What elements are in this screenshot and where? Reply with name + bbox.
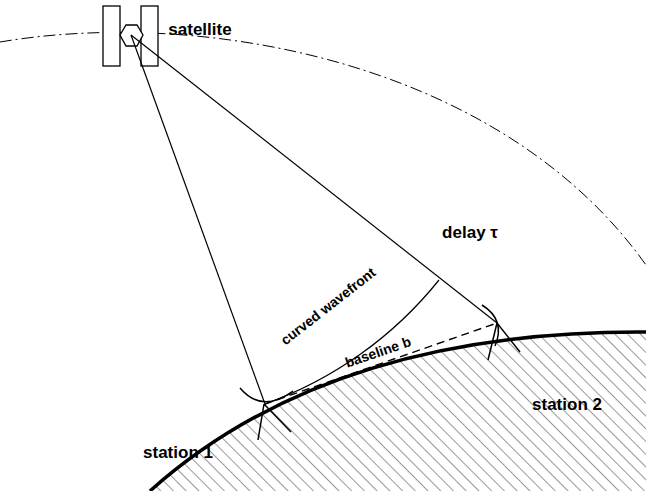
station-antenna: [482, 305, 520, 360]
wavefront-label: curved wavefront: [276, 263, 380, 349]
satellite-symbol: [103, 6, 158, 66]
signal-path: [131, 35, 497, 323]
station-antenna: [240, 388, 293, 440]
signal-path: [131, 35, 265, 404]
station-label: station 2: [530, 395, 604, 414]
station-label: station 1: [141, 443, 215, 462]
satellite-label: satellite: [166, 20, 233, 39]
earth-surface: [150, 332, 646, 491]
delay-label: delay τ: [440, 223, 500, 242]
earth-hatching: [150, 332, 646, 491]
orbit: [0, 32, 646, 265]
